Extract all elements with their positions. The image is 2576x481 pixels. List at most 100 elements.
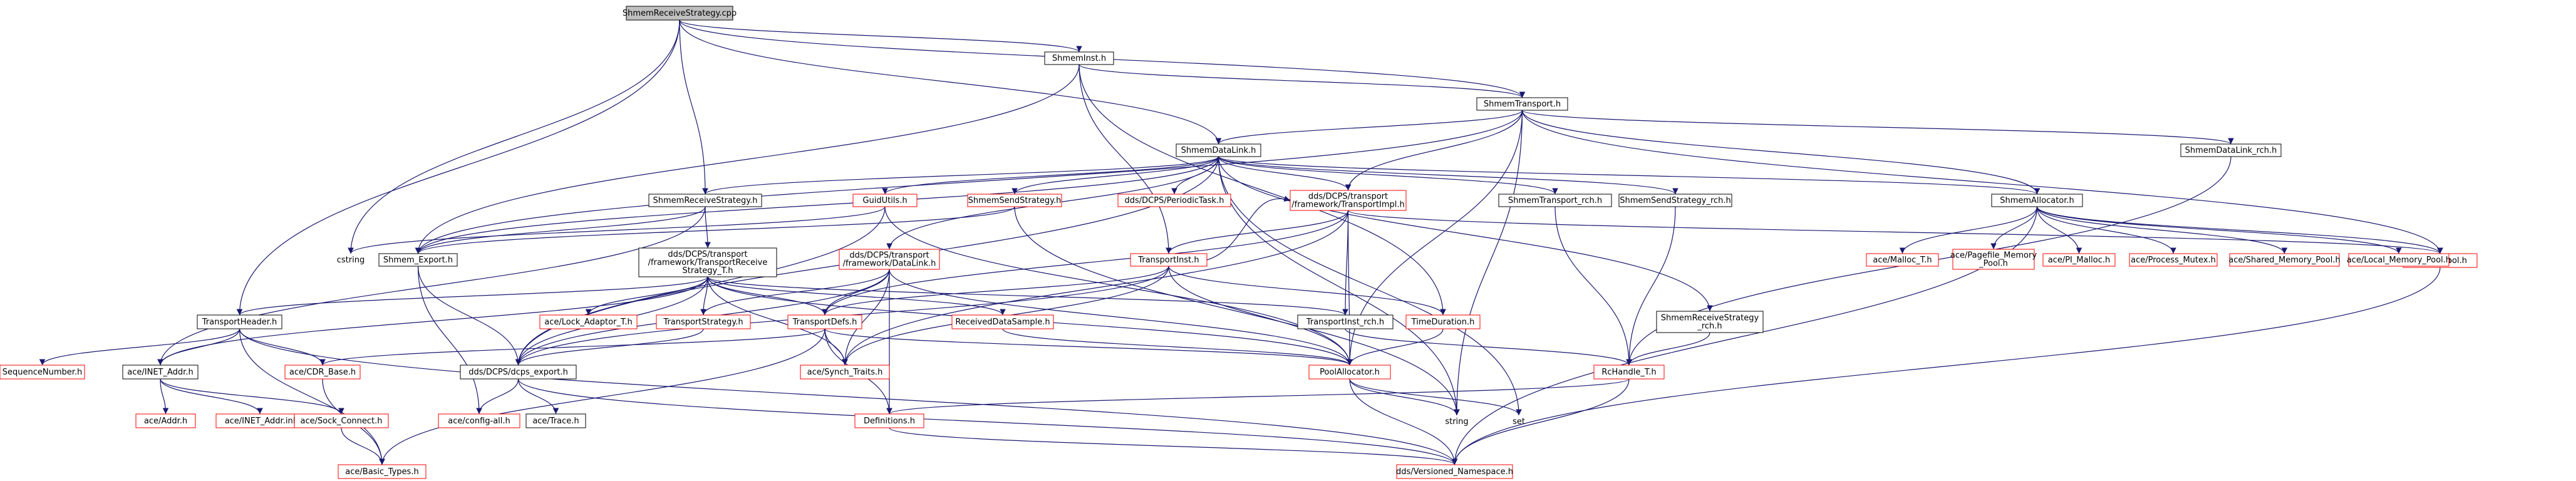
node-guid-utils[interactable]: GuidUtils.h <box>852 194 918 207</box>
edge-transport_header-to-ace_basic_types <box>239 328 385 465</box>
edge-layer <box>39 19 2443 465</box>
node-transport-inst-rch[interactable]: TransportInst_rch.h <box>1297 314 1394 329</box>
node-label: ShmemInst.h <box>1052 54 1106 63</box>
node-transport-header[interactable]: TransportHeader.h <box>197 314 282 329</box>
node-ace-inet-addr-inl[interactable]: ace/INET_Addr.inl <box>215 413 304 428</box>
node-versioned-namespace[interactable]: dds/Versioned_Namespace.h <box>1396 464 1513 479</box>
node-dcps-datalink[interactable]: dds/DCPS/transport/framework/DataLink.h <box>839 249 940 270</box>
node-box <box>656 314 751 329</box>
node-ace-trace[interactable]: ace/Trace.h <box>525 413 586 428</box>
node-ace-sock-connect[interactable]: ace/Sock_Connect.h <box>294 413 389 428</box>
node-ace-pagefile[interactable]: ace/Pagefile_Memory_Pool.h <box>1950 249 2037 270</box>
node-shmem-datalink-rch[interactable]: ShmemDataLink_rch.h <box>2180 143 2282 157</box>
node-received-data-sample[interactable]: ReceivedDataSample.h <box>951 314 1054 329</box>
node-label: TransportHeader.h <box>202 318 277 327</box>
edge-shmem_inst-to-transport_inst <box>1079 64 1172 254</box>
node-box <box>839 249 940 270</box>
node-ace-process-mutex[interactable]: ace/Process_Mutex.h <box>2129 253 2218 267</box>
node-label: ace/CDR_Base.h <box>289 368 356 377</box>
node-label: TransportInst.h <box>1137 256 1199 265</box>
node-time-duration[interactable]: TimeDuration.h <box>1405 314 1481 329</box>
edge-shmem_transport-to-shmem_export <box>415 110 1523 254</box>
edge-shmem_allocator-to-atomic_bool <box>2036 206 2443 254</box>
node-string[interactable]: string <box>1445 417 1468 427</box>
node-ace-basic-types[interactable]: ace/Basic_Types.h <box>338 464 427 479</box>
edge-transport_recv_strategy-to-transport_inst_rch <box>707 276 1348 316</box>
node-label: ace/Pagefile_Memory <box>1950 251 2037 261</box>
node-cstring[interactable]: cstring <box>337 256 365 265</box>
node-shmem-send-strategy[interactable]: ShmemSendStrategy.h <box>967 194 1062 207</box>
node-rc-handle[interactable]: RcHandle_T.h <box>1593 365 1665 380</box>
node-transport-impl[interactable]: dds/DCPS/transport/framework/TransportIm… <box>1290 190 1407 211</box>
node-box <box>2129 253 2218 267</box>
node-transport-recv-strategy[interactable]: dds/DCPS/transport/framework/TransportRe… <box>638 247 777 277</box>
node-box <box>2348 253 2449 267</box>
node-label: ace/Trace.h <box>532 416 579 426</box>
node-ace-cdr-base[interactable]: ace/CDR_Base.h <box>284 365 361 380</box>
edge-shmem_inst-to-shmem_export <box>415 64 1080 254</box>
edge-ace_sock_connect-to-ace_basic_types <box>341 427 385 465</box>
node-box <box>378 253 458 267</box>
node-shmem-send-strategy-rch[interactable]: ShmemSendStrategy_rch.h <box>1618 194 1732 207</box>
node-ace-local-memory-pool[interactable]: ace/Local_Memory_Pool.h <box>2347 253 2451 267</box>
node-label: ShmemDataLink.h <box>1181 146 1256 155</box>
node-shmem-recv-strategy[interactable]: ShmemReceiveStrategy.h <box>648 194 762 207</box>
node-shmem-transport[interactable]: ShmemTransport.h <box>1476 97 1568 111</box>
node-box <box>1476 97 1568 111</box>
node-ace-addr[interactable]: ace/Addr.h <box>135 413 196 428</box>
node-label: TransportStrategy.h <box>663 318 743 327</box>
node-label: ShmemTransport_rch.h <box>1508 196 1602 205</box>
node-periodic-task[interactable]: dds/DCPS/PeriodicTask.h <box>1117 194 1231 207</box>
node-transport-inst[interactable]: TransportInst.h <box>1130 253 1208 267</box>
node-box <box>2042 253 2116 267</box>
node-shmem-export[interactable]: Shmem_Export.h <box>378 253 458 267</box>
node-root[interactable]: ShmemReceiveStrategy.cpp <box>623 6 737 21</box>
node-transport-strategy[interactable]: TransportStrategy.h <box>656 314 751 329</box>
node-ace-synch-traits[interactable]: ace/Synch_Traits.h <box>800 365 890 380</box>
node-ace-malloc-t[interactable]: ace/Malloc_T.h <box>1866 253 1939 267</box>
node-ace-inet-addr[interactable]: ace/INET_Addr.h <box>122 365 199 380</box>
node-label: /framework/TransportReceive <box>648 258 768 267</box>
node-sequence-number[interactable]: SequenceNumber.h <box>0 365 85 380</box>
node-shmem-datalink[interactable]: ShmemDataLink.h <box>1176 143 1261 157</box>
node-lock-adaptor[interactable]: ace/Lock_Adaptor_T.h <box>539 314 638 329</box>
edge-transport_defs-to-ace_cdr_base <box>319 328 825 366</box>
node-shmem-allocator[interactable]: ShmemAllocator.h <box>1991 194 2083 207</box>
edge-transport_inst-to-transport_impl <box>1206 195 1291 261</box>
node-box <box>338 464 427 479</box>
node-label: ace/Addr.h <box>144 416 187 426</box>
node-box <box>1396 464 1513 479</box>
node-dcps-export[interactable]: dds/DCPS/dcps_export.h <box>460 365 577 380</box>
edge-dcps_export-to-ace_trace <box>517 378 559 415</box>
node-label: ShmemReceiveStrategy.h <box>653 196 758 205</box>
node-pool-allocator[interactable]: PoolAllocator.h <box>1308 365 1391 380</box>
node-box <box>852 194 918 207</box>
edge-shmem_datalink-to-set <box>1218 156 1522 416</box>
node-label: string <box>1445 417 1468 427</box>
edge-transport_strategy-to-dcps_export <box>515 328 704 366</box>
node-label: ace/Lock_Adaptor_T.h <box>544 318 632 327</box>
edge-transport_recv_strategy-to-ace_inet_addr <box>157 276 708 366</box>
node-box <box>1593 365 1665 380</box>
node-box <box>1991 194 2083 207</box>
node-shmem-recv-strategy-rch[interactable]: ShmemReceiveStrategy_rch.h <box>1656 311 1764 333</box>
node-box <box>197 314 282 329</box>
node-transport-defs[interactable]: TransportDefs.h <box>787 314 862 329</box>
node-ace-shared-memory-pool[interactable]: ace/Shared_Memory_Pool.h <box>2228 253 2341 267</box>
edge-transport_defs-to-ace_basic_types <box>379 328 825 465</box>
node-shmem-transport-rch[interactable]: ShmemTransport_rch.h <box>1498 194 1612 207</box>
node-ace-pi-malloc[interactable]: ace/PI_Malloc.h <box>2042 253 2116 267</box>
edge-shmem_datalink-to-transport_impl <box>1218 156 1352 191</box>
node-shmem-inst[interactable]: ShmemInst.h <box>1044 51 1114 65</box>
node-box <box>1044 51 1114 65</box>
node-label: ShmemReceiveStrategy <box>1661 314 1759 323</box>
edge-shmem_transport_rch-to-rc_handle <box>1554 206 1632 366</box>
edge-pool_allocator-to-versioned_namespace <box>1349 378 1458 465</box>
node-ace-config-all[interactable]: ace/config-all.h <box>438 413 520 428</box>
edge-transport_header-to-versioned_namespace <box>239 328 1458 465</box>
node-label: ShmemTransport.h <box>1484 100 1561 109</box>
node-label: /framework/TransportImpl.h <box>1291 200 1405 210</box>
node-set[interactable]: set <box>1513 417 1525 427</box>
node-definitions[interactable]: Definitions.h <box>854 413 924 428</box>
